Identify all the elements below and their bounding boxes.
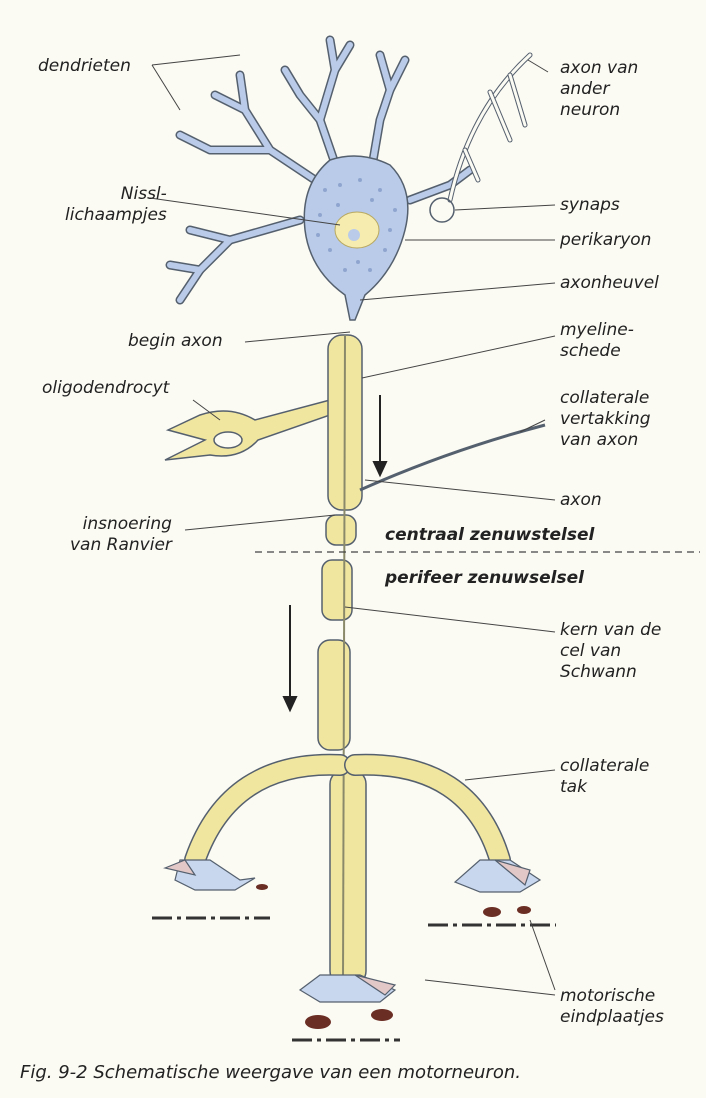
- label-nissl: Nissl- lichaampjes: [65, 184, 167, 225]
- end-plates: [163, 859, 542, 1003]
- nucleolus: [348, 229, 360, 241]
- nissl-bodies: [316, 178, 397, 272]
- cns-collateral: [359, 423, 546, 492]
- label-collateral-vertakking: collaterale vertakking van axon: [560, 388, 651, 450]
- label-oligodendrocyt: oligodendrocyt: [42, 378, 170, 398]
- label-axon-ander-neuron: axon van ander neuron: [560, 58, 639, 120]
- dendrites: [165, 35, 475, 305]
- other-neuron-axon: [447, 52, 533, 203]
- label-myeline: myeline- schede: [560, 320, 634, 361]
- label-synaps: synaps: [560, 195, 620, 215]
- direction-arrows: [282, 395, 388, 713]
- collateral-arcs: [184, 753, 511, 871]
- main-axon: [317, 334, 367, 986]
- label-insnoering: insnoering van Ranvier: [70, 514, 172, 555]
- oligodendrocyte: [164, 399, 331, 461]
- label-begin-axon: begin axon: [128, 331, 223, 351]
- label-axonheuvel: axonheuvel: [560, 273, 659, 293]
- label-central-region: centraal zenuwstelsel: [385, 525, 595, 545]
- muscle-boundaries: [152, 916, 556, 1042]
- label-collaterale-tak: collaterale tak: [560, 756, 650, 797]
- leader-lines: [149, 54, 556, 996]
- label-perikaryon: perikaryon: [560, 230, 652, 250]
- muscle-nuclei: [256, 884, 531, 1029]
- label-axon: axon: [560, 490, 602, 510]
- label-dendrieten: dendrieten: [38, 56, 131, 76]
- label-peripheral-region: perifeer zenuwselsel: [385, 568, 584, 588]
- label-motorische: motorische eindplaatjes: [560, 986, 664, 1027]
- synapse-circle: [429, 197, 455, 223]
- label-kern-schwann: kern van de cel van Schwann: [560, 620, 662, 682]
- figure-caption: Fig. 9-2 Schematische weergave van een m…: [20, 1062, 521, 1083]
